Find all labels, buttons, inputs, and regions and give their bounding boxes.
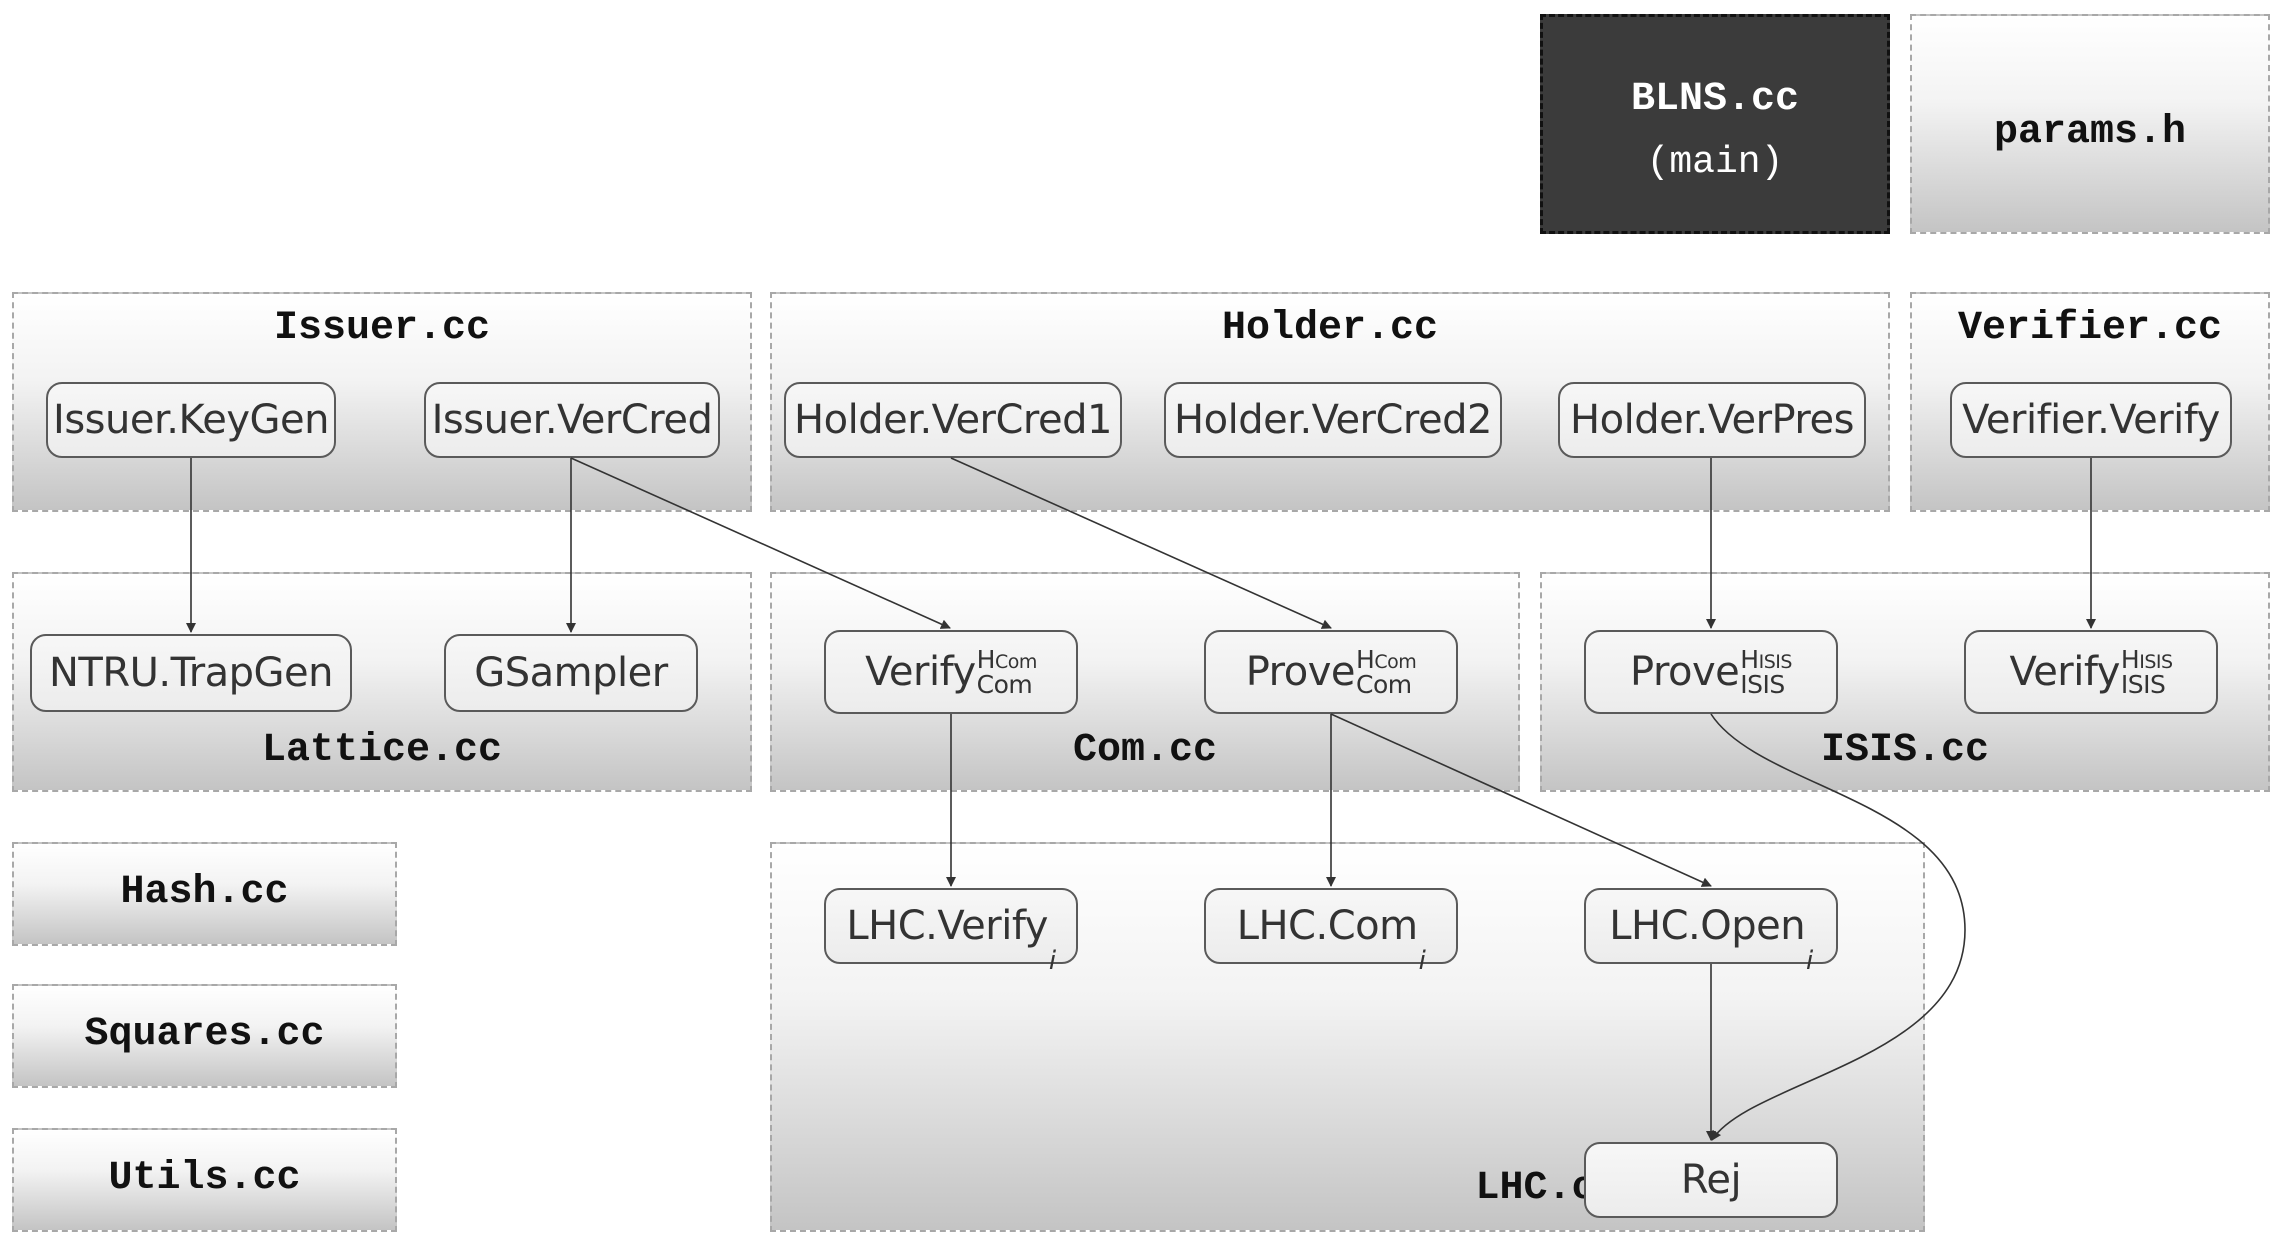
- file-blns-main: BLNS.cc (main): [1540, 14, 1890, 234]
- fn-sup-main: H: [976, 645, 996, 674]
- fn-sup-sub: Com: [1374, 651, 1417, 673]
- fn-sup-main: H: [1740, 645, 1759, 674]
- file-squares: Squares.cc: [12, 984, 397, 1088]
- fn-sup-main: H: [2120, 645, 2140, 674]
- fn-superscript: HISIS: [2121, 647, 2173, 672]
- fn-superscript: HCom: [1356, 645, 1417, 674]
- fn-issuer-keygen: Issuer.KeyGen: [46, 382, 336, 458]
- fn-label: Issuer.VerCred: [431, 397, 713, 443]
- fn-sup-main: H: [1356, 645, 1375, 674]
- fn-sup-sub: ISIS: [1758, 651, 1793, 673]
- fn-label: LHC.Verify: [846, 903, 1048, 949]
- fn-label: Verify: [2009, 649, 2120, 695]
- file-title: params.h: [1993, 110, 2187, 155]
- file-title: Squares.cc: [84, 1012, 325, 1057]
- fn-label: LHC.Com: [1236, 903, 1418, 949]
- fn-verifier-verify: Verifier.Verify: [1950, 382, 2232, 458]
- fn-holder-vercred1: Holder.VerCred1: [784, 382, 1122, 458]
- file-title: Utils.cc: [108, 1156, 301, 1201]
- fn-holder-verpres: Holder.VerPres: [1558, 382, 1866, 458]
- file-utils: Utils.cc: [12, 1128, 397, 1232]
- fn-label: LHC.Open: [1609, 903, 1806, 949]
- file-title: Lattice.cc: [261, 728, 503, 773]
- fn-subscript: ISIS: [2120, 670, 2166, 699]
- fn-gsampler: GSampler: [444, 634, 698, 712]
- fn-ntru-trapgen: NTRU.TrapGen: [30, 634, 352, 712]
- fn-issuer-vercred: Issuer.VerCred: [424, 382, 720, 458]
- fn-holder-vercred2: Holder.VerCred2: [1164, 382, 1502, 458]
- fn-superscript: HCom: [976, 645, 1038, 674]
- fn-label: Verifier.Verify: [1962, 397, 2220, 443]
- file-title: Com.cc: [1072, 728, 1218, 773]
- file-title: Issuer.cc: [273, 306, 491, 351]
- fn-rej: Rej: [1584, 1142, 1838, 1218]
- fn-subscript: i: [1048, 946, 1056, 976]
- fn-subscript: ISIS: [1740, 670, 1785, 699]
- fn-label: Issuer.KeyGen: [53, 397, 329, 443]
- file-title: Holder.cc: [1221, 306, 1439, 351]
- fn-label: Prove: [1630, 649, 1740, 695]
- file-title: Hash.cc: [120, 870, 289, 915]
- fn-label: Prove: [1245, 649, 1356, 695]
- fn-label: NTRU.TrapGen: [49, 650, 334, 696]
- fn-label: GSampler: [474, 650, 668, 696]
- fn-label: Holder.VerCred1: [794, 397, 1112, 443]
- file-title: BLNS.cc: [1630, 77, 1800, 122]
- file-hash: Hash.cc: [12, 842, 397, 946]
- fn-sup-sub: Com: [994, 651, 1037, 673]
- fn-label: Verify: [865, 649, 976, 695]
- fn-superscript: HISIS: [1740, 647, 1792, 672]
- fn-label: Holder.VerCred2: [1174, 397, 1492, 443]
- fn-label: Holder.VerPres: [1570, 397, 1854, 443]
- fn-subscript: i: [1806, 946, 1813, 976]
- file-title: ISIS.cc: [1820, 728, 1990, 773]
- fn-subscript: i: [1418, 946, 1426, 976]
- file-title: Verifier.cc: [1957, 306, 2223, 351]
- fn-label: Rej: [1680, 1157, 1742, 1203]
- file-params: params.h: [1910, 14, 2270, 234]
- fn-subscript: Com: [1356, 670, 1412, 699]
- fn-subscript: Com: [976, 670, 1033, 699]
- file-subtitle: (main): [1646, 141, 1784, 184]
- fn-sup-sub: ISIS: [2139, 651, 2173, 673]
